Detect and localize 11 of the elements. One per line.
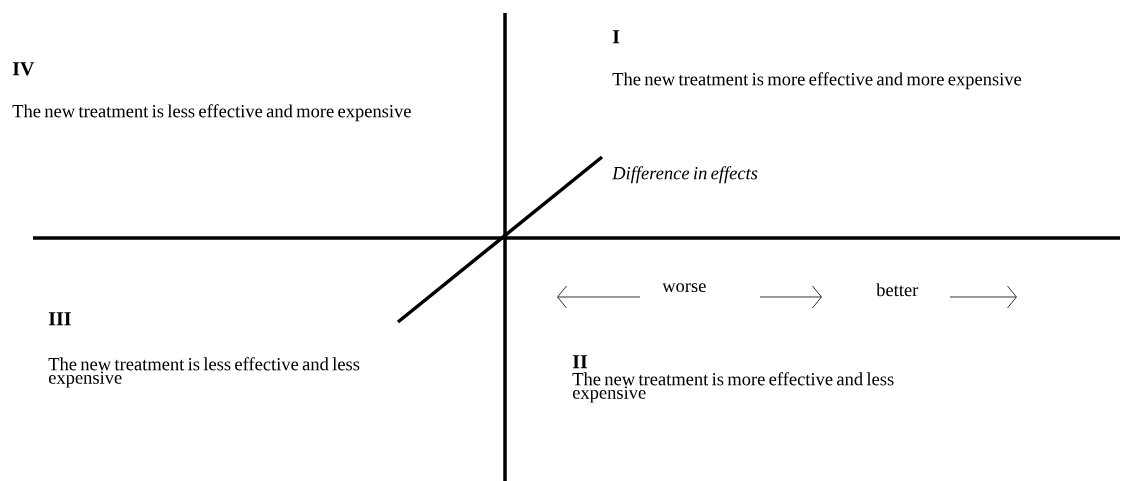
axis-label: better — [876, 283, 919, 297]
quadrant-text: The new treatment is less effective and more expensive — [12, 104, 411, 122]
quadrant-text: The new treatment is less effective and less expensive — [48, 357, 360, 388]
quadrant-number: II — [572, 355, 588, 369]
quadrant-text: The new treatment is more effective and less expensive — [572, 372, 894, 403]
axis-label: worse — [662, 283, 706, 293]
quadrant-number: III — [48, 312, 71, 326]
quadrant-number: IV — [12, 62, 35, 76]
axis-title: Difference in effects — [612, 166, 758, 184]
quadrant-text: The new treatment is more effective and more expensive — [612, 72, 1022, 90]
quadrant-number: I — [612, 30, 620, 44]
